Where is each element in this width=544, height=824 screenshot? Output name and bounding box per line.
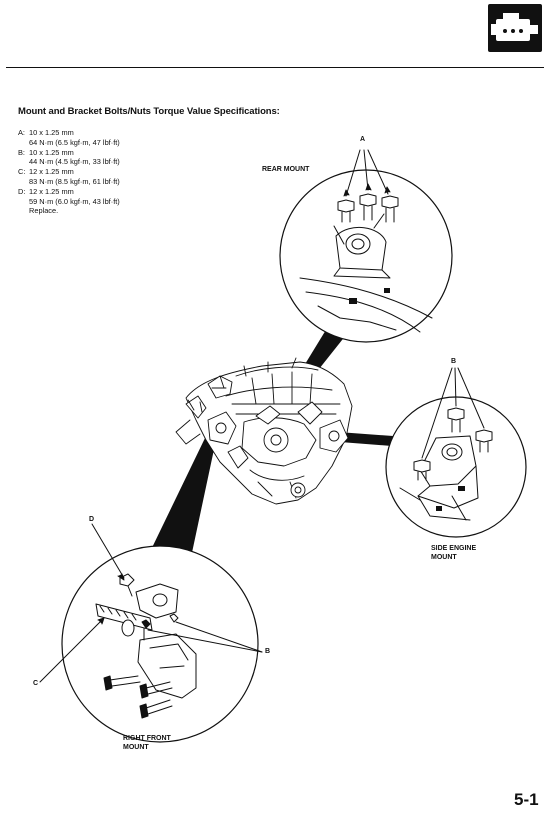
side-mount-drawing [399,367,493,521]
spec-note: Replace. [29,206,59,216]
spec-letter: A: [18,128,25,137]
right-front-mount-label-line1: RIGHT FRONT [123,735,171,742]
engine-assembly-drawing [175,357,353,505]
spec-letter: D: [18,186,26,196]
rear-mount-label: REAR MOUNT [262,166,310,173]
spec-torque: 64 N·m (6.5 kgf·m, 47 lbf·ft) [29,137,120,147]
spec-torque: 44 N·m (4.5 kgf·m, 33 lbf·ft) [29,157,120,167]
spec-torque: 83 N·m (8.5 kgf·m, 61 lbf·ft) [29,176,120,186]
front-mount-drawing [39,523,263,719]
spec-torque: 59 N·m (6.0 kgf·m, 43 lbf·ft) [29,196,120,206]
side-mount-connector [338,432,393,446]
side-engine-mount-label-line1: SIDE ENGINE [431,545,477,552]
spec-item-d: D:12 x 1.25 mm 59 N·m (6.0 kgf·m, 43 lbf… [18,187,120,216]
right-front-mount-label-line2: MOUNT [123,744,149,751]
page-number: 5-1 [514,790,539,809]
spec-item-a: A: 10 x 1.25 mm 64 N·m (6.5 kgf·m, 47 lbf… [18,128,120,148]
spec-size: 12 x 1.25 mm [29,167,74,177]
spec-size: 10 x 1.25 mm [29,128,74,137]
callout-b-side: B [451,358,457,365]
callout-d: D [89,516,95,523]
spec-letter: C: [18,167,26,177]
side-engine-mount-label-line2: MOUNT [431,554,457,561]
callout-c: C [33,680,39,687]
front-mount-connector [148,436,216,562]
spec-size: 12 x 1.25 mm [29,186,74,196]
spec-item-c: C:12 x 1.25 mm 83 N·m (8.5 kgf·m, 61 lbf… [18,167,120,187]
spec-letter: B: [18,147,25,157]
section-tab [488,4,542,52]
spec-title: Mount and Bracket Bolts/Nuts Torque Valu… [18,106,280,117]
callout-a: A [360,136,366,143]
header-rule [6,67,544,68]
rear-mount-drawing [299,149,433,333]
callout-b-front: B [265,648,271,655]
engine-icon [491,13,538,41]
spec-item-b: B: 10 x 1.25 mm 44 N·m (4.5 kgf·m, 33 lbf… [18,148,120,168]
spec-size: 10 x 1.25 mm [29,147,74,157]
spec-list: A: 10 x 1.25 mm 64 N·m (6.5 kgf·m, 47 lbf… [18,128,120,216]
